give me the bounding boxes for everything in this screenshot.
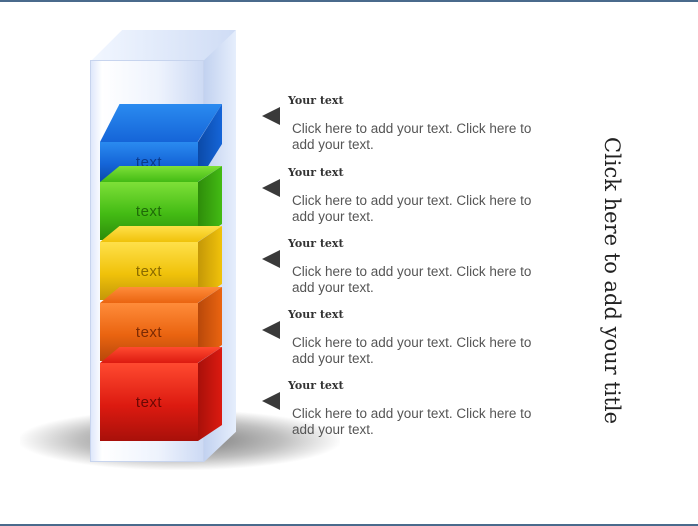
pointer-arrow-icon [262,392,280,410]
slide-title[interactable]: Click here to add your title [600,137,624,425]
item-body[interactable]: Click here to add your text. Click here … [292,335,532,366]
stack-block-side [198,347,222,441]
top-border [0,0,698,2]
pointer-arrow-icon [262,179,280,197]
item-heading[interactable]: Your text [288,94,344,107]
item-body[interactable]: Click here to add your text. Click here … [292,121,532,152]
item-heading[interactable]: Your text [288,379,344,392]
bottom-border [0,524,698,526]
pointer-arrow-icon [262,321,280,339]
item-heading[interactable]: Your text [288,237,344,250]
pointer-arrow-icon [262,250,280,268]
stack-block-label: text [100,363,198,441]
item-body[interactable]: Click here to add your text. Click here … [292,406,532,437]
item-heading[interactable]: Your text [288,166,344,179]
item-body[interactable]: Click here to add your text. Click here … [292,264,532,295]
item-heading[interactable]: Your text [288,308,344,321]
stack-block-top [100,347,222,363]
stack-block-top [100,226,222,242]
stack-block-top [100,166,222,182]
pointer-arrow-icon [262,107,280,125]
stack-block-5: text [100,347,222,441]
stack-block-top [100,287,222,303]
item-body[interactable]: Click here to add your text. Click here … [292,193,532,224]
